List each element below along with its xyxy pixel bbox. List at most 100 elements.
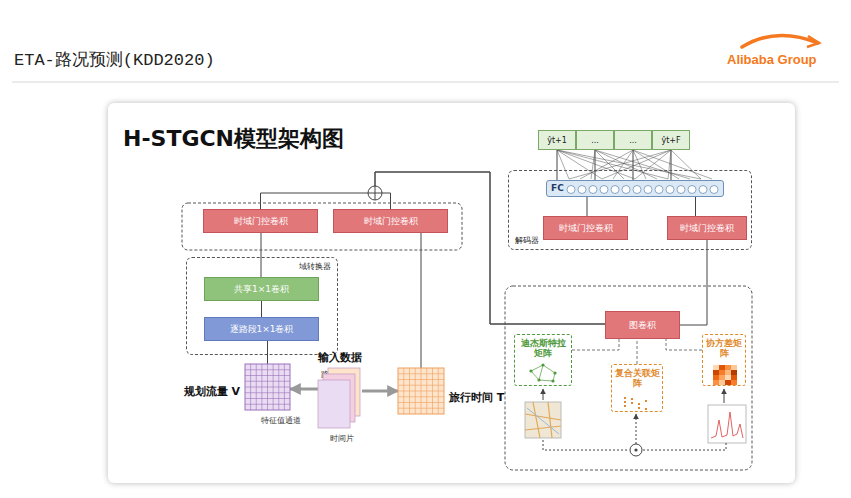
- connector: [695, 197, 696, 216]
- conv-box: 共享1×1卷积: [204, 277, 319, 301]
- gated-conv-box: 时域门控卷积: [667, 216, 747, 240]
- matrix-box: 迪杰斯特拉矩阵: [514, 334, 572, 386]
- drawing-part: [580, 150, 633, 179]
- map-thumbnail: [525, 389, 561, 438]
- gated-conv-box: 时域门控卷积: [333, 209, 448, 233]
- fc-illustration: [547, 181, 725, 198]
- drawing-part: [634, 448, 637, 451]
- stack-illustration: [318, 368, 362, 430]
- drawing-part: [525, 402, 561, 438]
- output-cell: ŷt+1: [538, 130, 576, 150]
- drawing-part: [711, 412, 743, 438]
- drawing-part: [708, 405, 746, 443]
- drawing-part: [636, 414, 637, 444]
- drawing-part: [375, 186, 376, 200]
- connector: [261, 233, 262, 277]
- connector: [362, 390, 398, 393]
- drawing-part: [368, 186, 382, 200]
- connector: [421, 233, 422, 368]
- node-text: 逐路段1×1卷积: [230, 323, 294, 336]
- sum-junction: [368, 186, 382, 200]
- travel-time-grid: 旅行时间 T: [398, 368, 444, 414]
- node-text: 时域门控卷积: [364, 215, 418, 228]
- logo-swoosh: [807, 36, 819, 47]
- connector: [557, 150, 558, 180]
- connector: [261, 301, 262, 317]
- drawing-part: [543, 389, 544, 400]
- fc-layer: FC: [546, 180, 724, 197]
- drawing-part: [527, 408, 559, 434]
- node-text: ...: [591, 136, 599, 145]
- decoder-group: 解码器 FC 时域门控卷积 时域门控卷积: [508, 170, 752, 250]
- matrix-box: 复合关联矩阵: [611, 364, 663, 412]
- node-text: 共享1×1卷积: [234, 283, 289, 296]
- gridV-illustration: [245, 364, 290, 410]
- product-junction: [543, 414, 726, 456]
- drawing-part: [595, 150, 657, 179]
- output-cell: ...: [576, 130, 614, 150]
- drawing-part: [671, 150, 701, 179]
- connector: [587, 197, 588, 216]
- group-label: 域转换器: [299, 261, 331, 272]
- chart-thumbnail: [708, 389, 746, 443]
- axis-label: 特征值通道: [261, 415, 301, 426]
- connector: [666, 339, 702, 350]
- output-cell: ...: [614, 130, 652, 150]
- drawing-part: [668, 150, 671, 179]
- graph-conv-box: 图卷积: [605, 311, 680, 339]
- domain-transformer-group: 域转换器共享1×1卷积逐路段1×1卷积: [186, 257, 338, 355]
- flow-grid: 规划流量 V: [245, 364, 290, 410]
- gridT-illustration: [398, 368, 444, 414]
- drawing-part: [557, 150, 668, 179]
- node-text: 时域门控卷积: [680, 222, 734, 235]
- connector: [637, 339, 638, 364]
- connector: [572, 339, 619, 350]
- gated-conv-box: 时域门控卷积: [203, 209, 318, 233]
- node-heading: 输入数据: [318, 350, 362, 365]
- node-text: ...: [629, 136, 637, 145]
- drawing-part: [543, 440, 629, 450]
- connector: [680, 240, 707, 325]
- conv-box: 逐路段1×1卷积: [204, 317, 319, 341]
- drawing-part: [557, 150, 569, 179]
- input-stack: 输入数据: [318, 368, 362, 430]
- drawing-part: [633, 150, 712, 179]
- group-outline: [182, 203, 462, 250]
- output-cell: ŷt+F: [652, 130, 690, 150]
- panel-title: H-STGCN模型架构图: [123, 124, 344, 154]
- drawing-part: [557, 150, 635, 179]
- node-text: 迪杰斯特拉矩阵: [517, 338, 569, 359]
- drawing-part: [643, 443, 726, 450]
- node-text: ŷt+1: [547, 136, 567, 145]
- connector: [595, 150, 596, 180]
- fc-fan-lines: [557, 150, 712, 179]
- group-label: 解码器: [515, 235, 539, 246]
- connector: [267, 341, 268, 364]
- node-text: 时域门控卷积: [234, 215, 288, 228]
- drawing-part: [724, 389, 725, 403]
- node-heading: 旅行时间 T: [449, 390, 504, 405]
- node-text: 时域门控卷积: [559, 222, 613, 235]
- logo-swoosh: [742, 35, 818, 47]
- node-text: 协方差矩阵: [705, 338, 743, 359]
- node-heading: 规划流量 V: [184, 384, 240, 399]
- logo-text: Alibaba Group: [727, 52, 817, 67]
- node-text: FC: [551, 183, 564, 193]
- slide-title: ETA-路况预测(KDD2020): [14, 48, 215, 71]
- header-rule: [12, 82, 839, 83]
- node-text: 复合关联矩阵: [614, 368, 660, 389]
- gated-conv-box: 时域门控卷积: [543, 216, 628, 240]
- axis-label: 时间片: [330, 433, 354, 444]
- drawing-part: [591, 150, 595, 179]
- connector: [290, 388, 318, 391]
- node-text: 图卷积: [629, 319, 656, 332]
- group-outline: [505, 286, 752, 470]
- node-text: ŷt+F: [661, 136, 680, 145]
- matrix-box: 协方差矩阵: [702, 334, 746, 386]
- drawing-part: [557, 150, 701, 179]
- drawing-part: [630, 444, 642, 456]
- drawing-part: [635, 150, 671, 179]
- drawing-part: [525, 402, 561, 438]
